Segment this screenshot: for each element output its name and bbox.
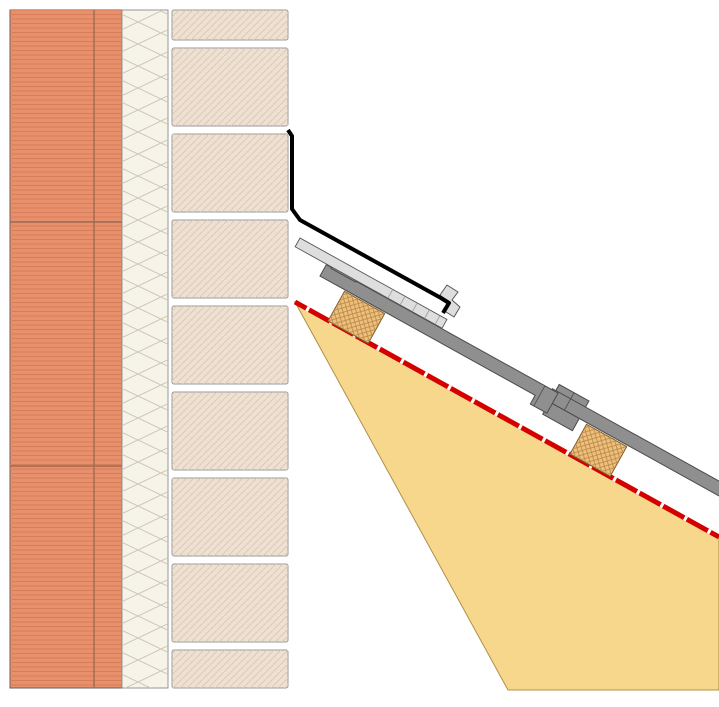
masonry-block: [171, 133, 289, 213]
block-wall: [171, 9, 289, 689]
brick-wall: [9, 9, 123, 689]
cavity-insulation: [121, 9, 169, 689]
wall-flashing: [286, 128, 451, 315]
timber-batten: [327, 290, 386, 344]
masonry-block: [171, 563, 289, 643]
masonry-block: [171, 47, 289, 127]
masonry-block: [171, 305, 289, 385]
eaves-profile: [294, 237, 448, 329]
masonry-block: [171, 391, 289, 471]
masonry-block: [171, 477, 289, 557]
timber-batten: [569, 423, 628, 477]
masonry-block: [171, 219, 289, 299]
masonry-block: [171, 649, 289, 689]
masonry-block: [171, 9, 289, 41]
roof-insulation: [293, 300, 719, 691]
